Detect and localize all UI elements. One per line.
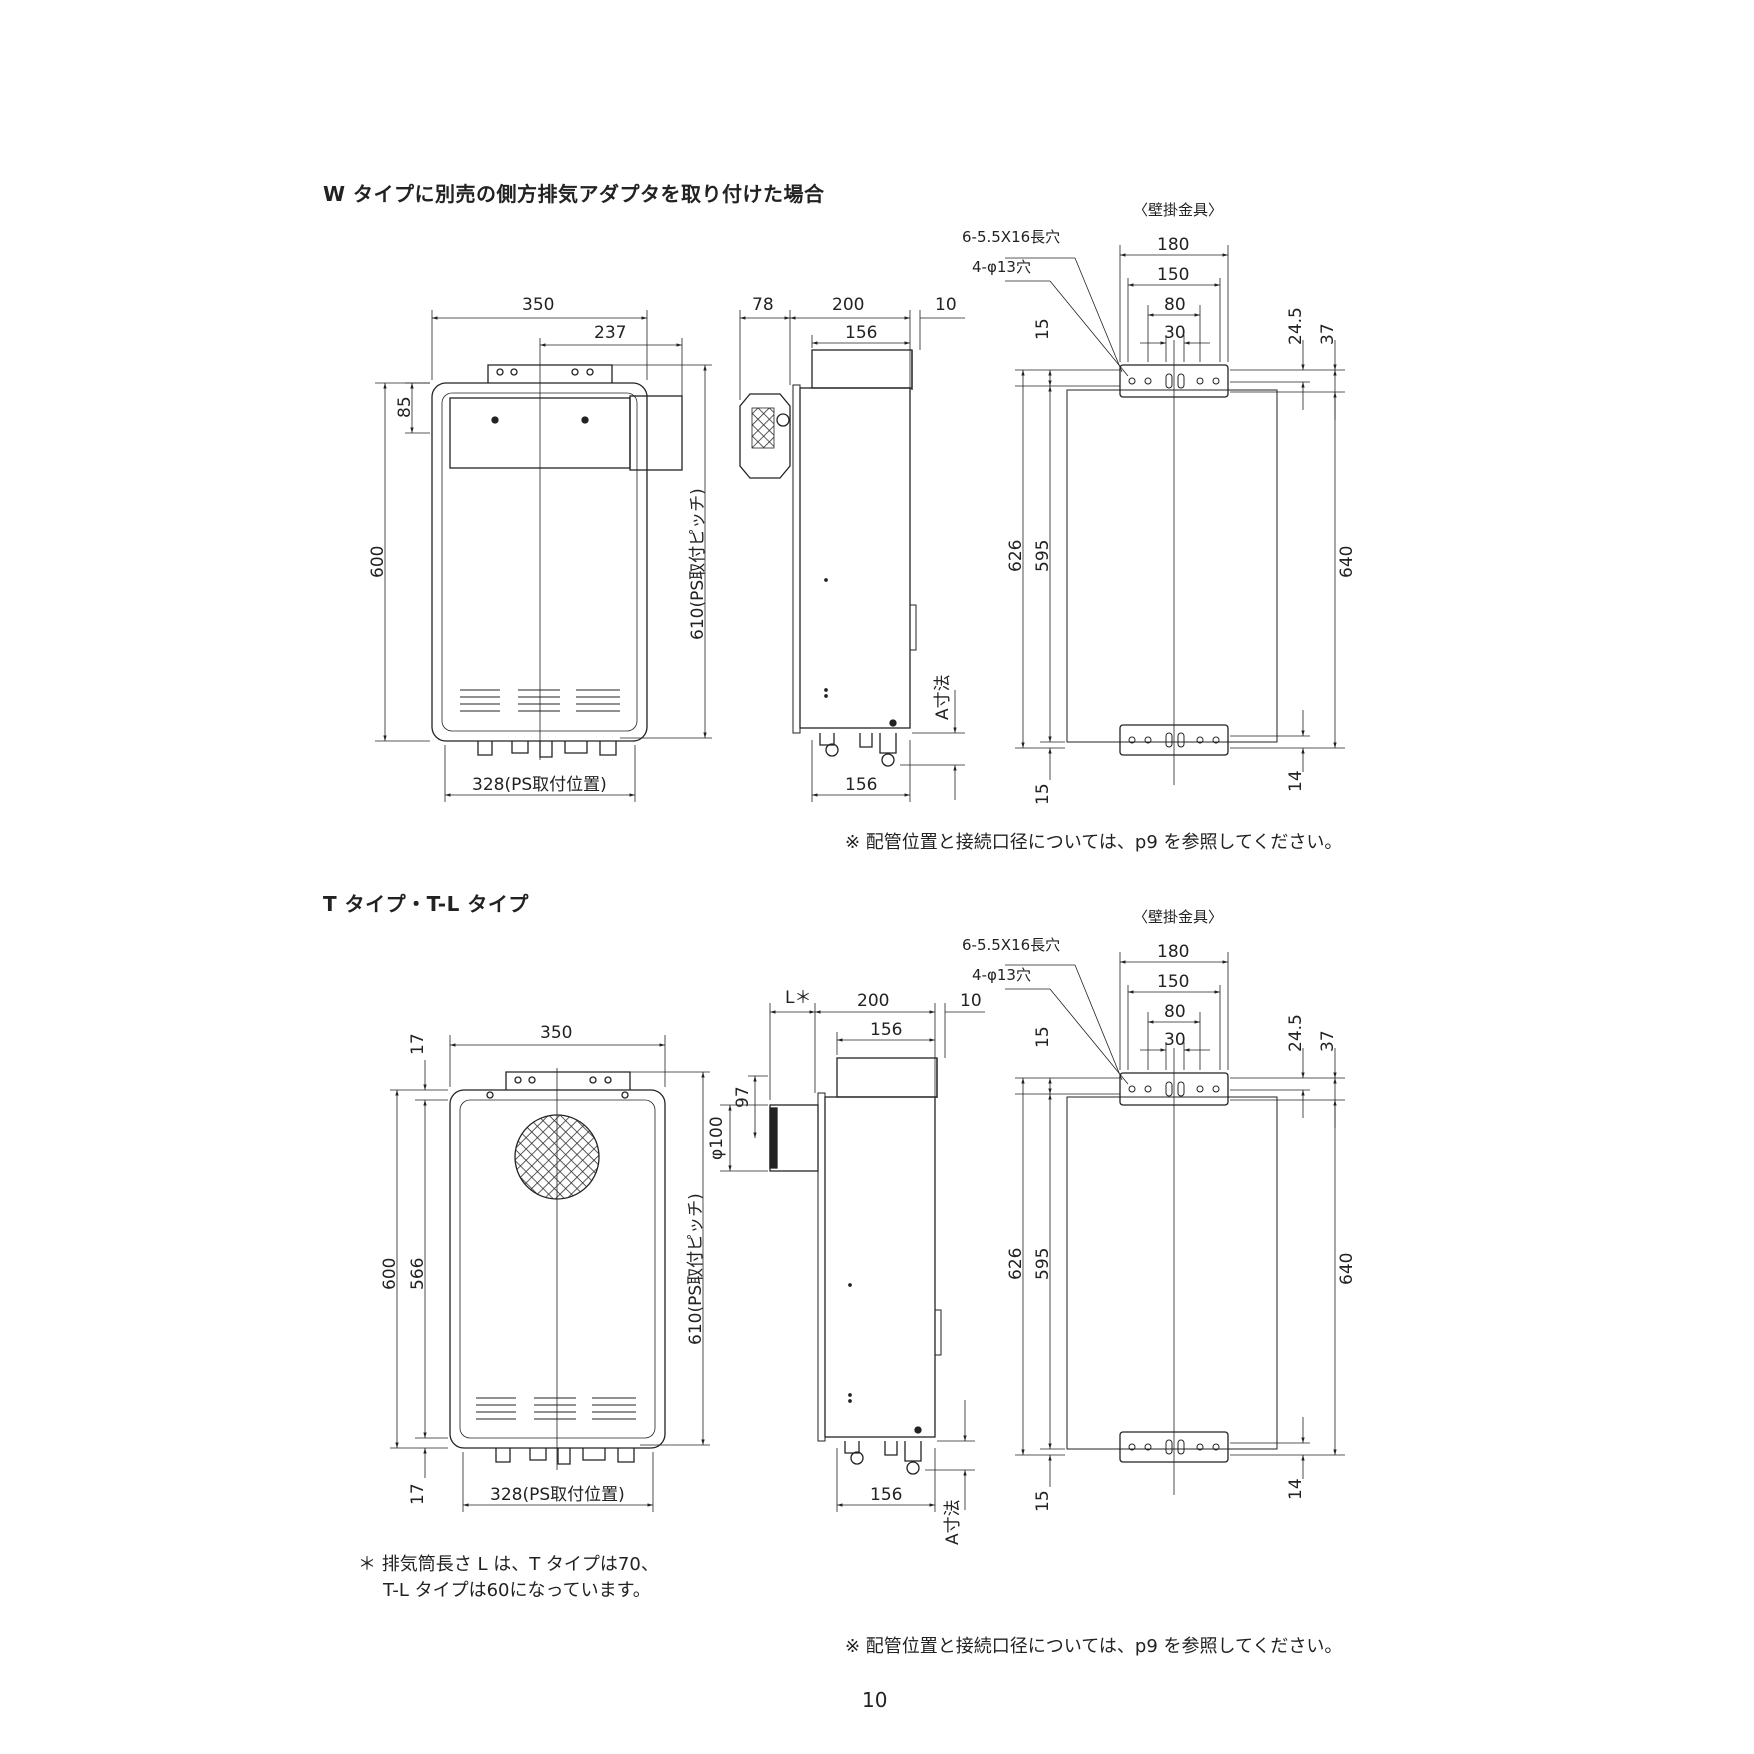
w-bracket-labels: 〈壁掛金具〉 6-5.5X16長穴 4-φ13穴 180 150 80 30 1… [962,201,1357,805]
t-side-dim-phi100: φ100 [707,1116,727,1160]
w-bracket-hole-label: 4-φ13穴 [972,258,1031,276]
w-bracket-dim-180: 180 [1157,235,1189,255]
t-front-labels: 350 17 600 566 610(PS取付ピッチ) 17 328(PS取付位… [380,1023,706,1505]
w-bracket-slot-label: 6-5.5X16長穴 [962,228,1060,246]
t-bracket-dim-626: 626 [1006,1248,1026,1280]
w-bracket-dim-150: 150 [1157,265,1189,285]
t-side-dim-a: A寸法 [943,1499,963,1545]
t-bracket-dimensions [1005,952,1345,1487]
w-bracket-dim-14: 14 [1286,770,1306,792]
section-w-note: ※ 配管位置と接続口径については、p9 を参照してください。 [845,832,1343,853]
t-front-view [449,1068,666,1470]
w-front-body [431,382,648,742]
footnote-line-1: ＊ 排気筒長さ L は、T タイプは70、 [358,1554,659,1575]
t-bracket-dim-30: 30 [1164,1030,1186,1050]
t-side-labels: L＊ 200 10 156 97 φ100 156 A寸法 [707,988,982,1545]
w-bracket-dim-80: 80 [1164,295,1186,315]
w-bracket-dim-626: 626 [1006,540,1026,572]
w-side-dim-10: 10 [935,295,957,315]
t-bracket-dim-37: 37 [1318,1030,1338,1052]
t-side-dimensions [720,1003,985,1512]
t-bracket-hole-label: 4-φ13穴 [972,966,1031,984]
t-front-dim-328: 328(PS取付位置) [490,1485,625,1505]
w-bracket-caption: 〈壁掛金具〉 [1133,201,1223,219]
w-bracket-dimensions [1005,245,1345,780]
t-side-dim-156-bottom: 156 [870,1485,902,1505]
w-bracket-dim-15-top: 15 [1033,318,1053,340]
t-bracket-dim-14: 14 [1286,1478,1306,1500]
t-bracket-dim-180: 180 [1157,942,1189,962]
w-side-view [739,349,917,767]
t-bracket-dim-15-bottom: 15 [1033,1490,1053,1512]
w-side-dim-156-top: 156 [845,323,877,343]
w-front-dim-237: 237 [594,323,626,343]
t-bracket-dim-640: 640 [1337,1253,1357,1285]
w-front-dimensions [375,310,712,802]
w-side-dim-156-bottom: 156 [845,775,877,795]
t-bracket-dim-80: 80 [1164,1002,1186,1022]
t-bracket-caption: 〈壁掛金具〉 [1133,908,1223,926]
t-front-dim-17-top: 17 [408,1033,428,1055]
t-bracket-dim-24-5: 24.5 [1286,1014,1306,1052]
w-front-labels: 350 237 85 600 610(PS取付ピッチ) 328(PS取付位置) [368,295,708,795]
t-front-dim-17-bottom: 17 [408,1483,428,1505]
w-front-pipes [477,741,617,758]
t-front-dim-610: 610(PS取付ピッチ) [686,1193,706,1345]
w-front-dim-328: 328(PS取付位置) [472,775,607,795]
w-side-dim-a: A寸法 [933,674,953,720]
w-side-exhaust-hood [739,393,791,479]
w-side-dim-78: 78 [752,295,774,315]
w-front-dim-600: 600 [368,546,388,578]
w-front-dim-350: 350 [522,295,554,315]
w-bracket-dim-24-5: 24.5 [1286,307,1306,345]
t-bracket-slot-label: 6-5.5X16長穴 [962,936,1060,954]
w-bracket-dim-640: 640 [1337,546,1357,578]
t-side-dim-156-top: 156 [870,1020,902,1040]
t-front-dim-600: 600 [380,1258,400,1290]
t-front-dim-566: 566 [408,1258,428,1290]
t-side-dim-l: L＊ [785,988,811,1008]
w-side-labels: 78 200 10 156 A寸法 156 [752,295,957,795]
w-front-dim-610: 610(PS取付ピッチ) [688,488,708,640]
w-bracket-dim-30: 30 [1164,323,1186,343]
w-side-pipes [819,733,897,754]
t-bracket-view [1066,1048,1278,1495]
t-front-dimensions [390,1035,710,1512]
w-bracket-dim-37: 37 [1318,323,1338,345]
t-front-dim-350: 350 [540,1023,572,1043]
t-bracket-labels: 〈壁掛金具〉 6-5.5X16長穴 4-φ13穴 180 150 80 30 1… [962,908,1357,1512]
t-front-louvers [476,1397,636,1420]
w-bracket-view [1066,340,1278,785]
t-side-dim-10: 10 [960,991,982,1011]
w-front-view [431,360,683,760]
page-number: 10 [862,1688,888,1712]
w-side-dim-200: 200 [832,295,864,315]
w-side-dimensions [739,310,965,802]
t-side-dim-97: 97 [733,1086,753,1108]
t-bracket-dim-150: 150 [1157,972,1189,992]
w-bracket-dim-15-bottom: 15 [1033,783,1053,805]
footnote-line-2: T-L タイプは60になっています。 [383,1580,651,1601]
section-t-title: T タイプ・T-L タイプ [323,892,529,916]
w-bracket-dim-595: 595 [1033,540,1053,572]
t-side-dim-200: 200 [857,991,889,1011]
t-bracket-dim-15-top: 15 [1033,1026,1053,1048]
section-t-note: ※ 配管位置と接続口径については、p9 を参照してください。 [845,1636,1343,1657]
w-front-dim-85: 85 [395,396,415,418]
t-front-pipes [495,1448,635,1465]
w-front-louvers [460,689,620,712]
t-side-pipes [844,1441,922,1462]
section-w-title: W タイプに別売の側方排気アダプタを取り付けた場合 [323,182,825,206]
t-side-view [769,1057,942,1475]
t-bracket-dim-595: 595 [1033,1248,1053,1280]
